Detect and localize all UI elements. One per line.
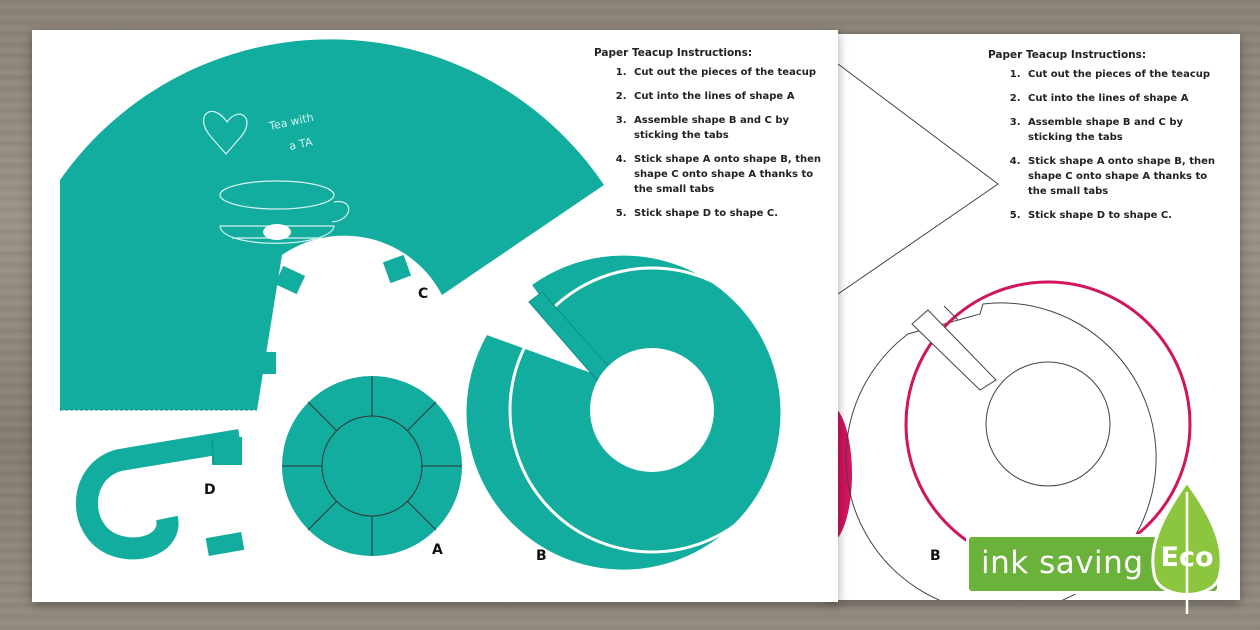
instruction-step: Cut into the lines of shape A <box>630 89 834 104</box>
shape-b <box>466 255 796 570</box>
colour-sheet: Tea with a TA <box>32 30 838 602</box>
teacup-label-blob <box>263 224 291 240</box>
shape-a <box>282 376 462 556</box>
leaf-icon <box>1151 479 1223 614</box>
instructions-title: Paper Teacup Instructions: <box>594 47 753 59</box>
instruction-step: Stick shape A onto shape B, then shape C… <box>630 152 834 197</box>
instructions-list: Cut out the pieces of the teacup Cut int… <box>594 65 834 221</box>
ink-saving-text: ink saving <box>981 545 1144 581</box>
shape-label-b: B <box>536 548 547 564</box>
shape-label-d: D <box>204 482 216 498</box>
instructions-panel-back: Paper Teacup Instructions: Cut out the p… <box>988 48 1228 232</box>
ink-saving-eco-badge: ink saving Eco <box>966 478 1236 618</box>
instruction-step: Cut into the lines of shape A <box>1024 91 1228 106</box>
shape-label-b-back: B <box>930 548 941 564</box>
shape-c: Tea with a TA <box>60 39 604 442</box>
shape-b-outline <box>845 280 1192 600</box>
instructions-panel-front: Paper Teacup Instructions: Cut out the p… <box>594 46 834 230</box>
instructions-list: Cut out the pieces of the teacup Cut int… <box>988 67 1228 223</box>
shape-c-outline <box>837 63 999 295</box>
eco-label: Eco <box>1160 542 1214 573</box>
shape-label-a: A <box>432 542 443 558</box>
instruction-step: Cut out the pieces of the teacup <box>630 65 834 80</box>
instructions-title: Paper Teacup Instructions: <box>988 49 1147 61</box>
instruction-step: Stick shape A onto shape B, then shape C… <box>1024 154 1228 199</box>
instruction-step: Assemble shape B and C by sticking the t… <box>1024 115 1228 145</box>
shape-label-c: C <box>418 286 429 302</box>
instruction-step: Stick shape D to shape C. <box>1024 208 1228 223</box>
shape-d <box>75 429 245 560</box>
decoration-text-2: a TA <box>288 135 314 153</box>
instruction-step: Assemble shape B and C by sticking the t… <box>630 113 834 143</box>
instruction-step: Cut out the pieces of the teacup <box>1024 67 1228 82</box>
teal-shapes: Tea with a TA <box>60 39 796 570</box>
instruction-step: Stick shape D to shape C. <box>630 206 834 221</box>
